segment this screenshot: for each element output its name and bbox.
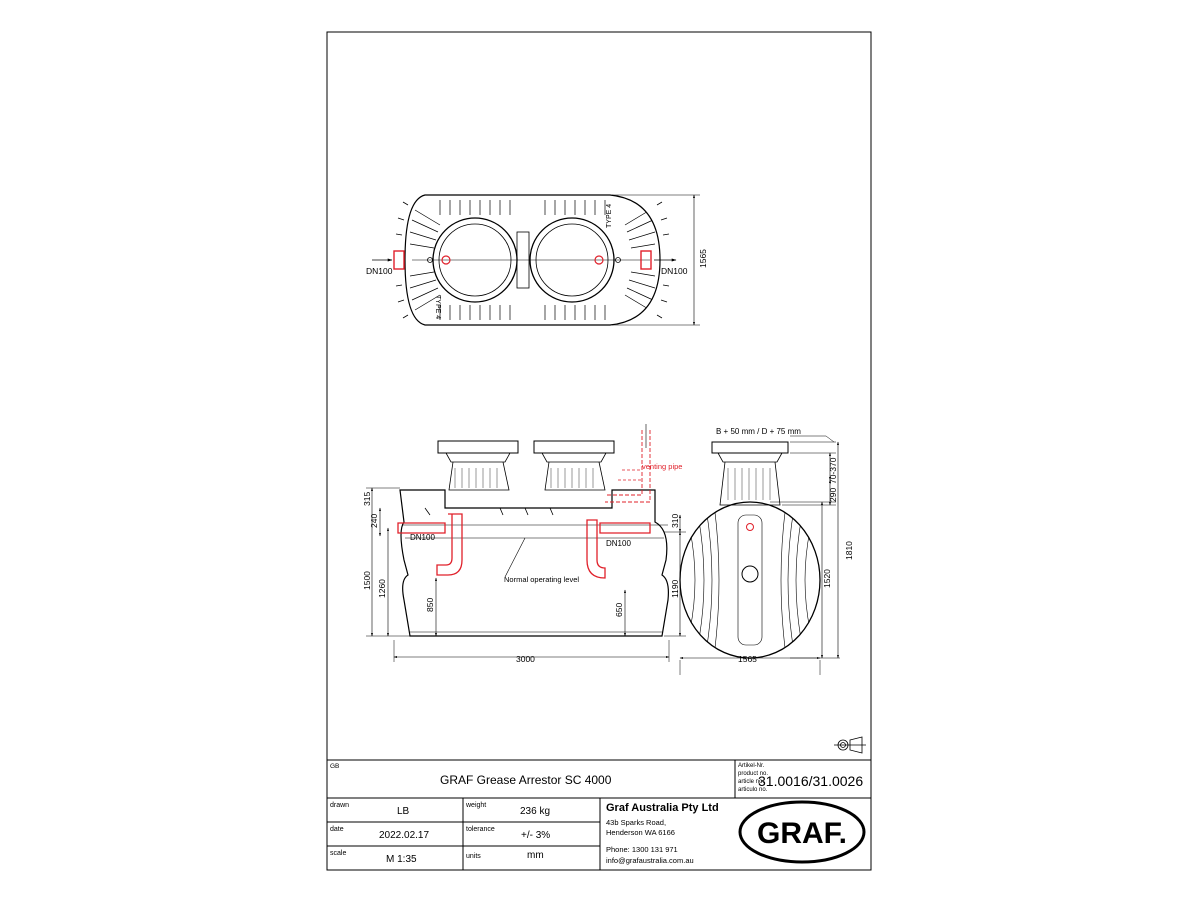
dim-70-370: 70-370	[828, 457, 838, 484]
article-label-3: article no.	[738, 779, 764, 785]
article-label-1: Artikel-Nr.	[738, 763, 765, 769]
dim-1565-end: 1565	[738, 654, 757, 664]
scale-label: scale	[330, 850, 346, 857]
article-number: 31.0016/31.0026	[758, 773, 863, 789]
dim-240: 240	[369, 514, 379, 528]
company-phone: Phone: 1300 131 971	[606, 845, 678, 854]
end-view	[679, 435, 840, 675]
company-email: info@grafaustralia.com.au	[606, 856, 694, 865]
venting-pipe-label: venting pipe	[642, 462, 682, 471]
lang-code: GB	[330, 763, 339, 770]
dim-650: 650	[614, 603, 624, 617]
side-view	[366, 424, 686, 662]
tolerance-label: tolerance	[466, 826, 495, 833]
dim-850: 850	[425, 598, 435, 612]
graf-logo: GRAF.	[738, 800, 866, 864]
drawn-value: LB	[397, 806, 410, 817]
top-width-dim: 1565	[698, 249, 708, 268]
tolerance-value: +/- 3%	[521, 830, 550, 841]
dim-290: 290	[828, 488, 838, 502]
dim-1810: 1810	[844, 541, 854, 560]
projection-symbol-icon	[834, 736, 866, 754]
units-value: mm	[527, 850, 544, 861]
article-label-2: product no.	[738, 771, 768, 777]
dim-1190: 1190	[670, 579, 680, 598]
drawn-label: drawn	[330, 802, 349, 809]
top-view	[372, 194, 700, 326]
type-mark-right: TYPE 4	[606, 204, 613, 228]
company-name: Graf Australia Pty Ltd	[606, 802, 719, 814]
side-outlet-label: DN100	[606, 539, 631, 548]
dim-3000: 3000	[516, 654, 535, 664]
dim-1260: 1260	[377, 579, 387, 598]
top-outlet-label: DN100	[661, 266, 688, 276]
company-address-1: 43b Sparks Road,	[606, 818, 666, 827]
top-inlet-label: DN100	[366, 266, 393, 276]
title-block	[327, 759, 871, 870]
weight-label: weight	[465, 802, 486, 809]
operating-level-label: Normal operating level	[504, 575, 579, 584]
dim-310: 310	[670, 514, 680, 528]
weight-value: 236 kg	[520, 806, 550, 817]
dim-1520: 1520	[822, 569, 832, 588]
type-mark-left: TYPE 4	[434, 295, 441, 319]
date-value: 2022.02.17	[379, 830, 429, 841]
end-opening-note: B + 50 mm / D + 75 mm	[716, 427, 801, 436]
logo-text: GRAF.	[757, 817, 847, 850]
dim-1500: 1500	[362, 571, 372, 590]
article-label-4: articulo no.	[738, 787, 768, 793]
side-inlet-label: DN100	[410, 533, 435, 542]
drawing-frame	[326, 31, 872, 871]
scale-value: M 1:35	[386, 854, 417, 865]
dim-315: 315	[362, 492, 372, 506]
date-label: date	[330, 826, 344, 833]
units-label: units	[466, 853, 481, 860]
company-address-2: Henderson WA 6166	[606, 828, 675, 837]
drawing-title: GRAF Grease Arrestor SC 4000	[440, 773, 612, 787]
